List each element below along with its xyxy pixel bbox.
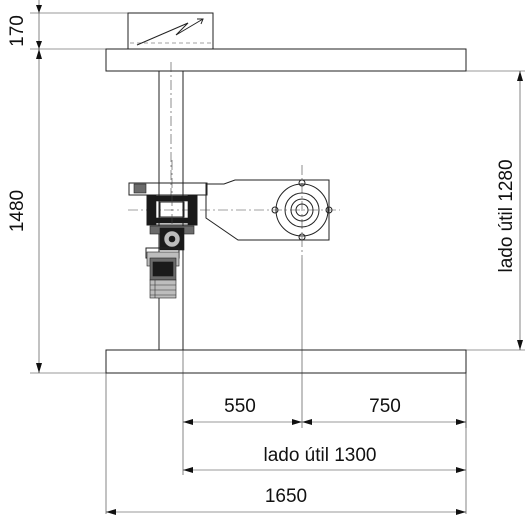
- top-motor-box: [127, 12, 214, 50]
- drive-motor: [146, 251, 180, 299]
- dimension-550-750: 550 750: [183, 258, 467, 428]
- bottom-beam: [105, 349, 467, 374]
- dimension-1650: 1650: [105, 373, 467, 515]
- dimension-1480-label: 1480: [7, 190, 28, 232]
- dimension-170-label: 170: [7, 15, 28, 47]
- gearbox: [128, 160, 208, 259]
- dimension-useful-1300: lado útil 1300: [182, 350, 466, 475]
- rotary-arm: [128, 165, 340, 258]
- dimension-1650-label: 1650: [265, 486, 307, 507]
- dimension-useful-1300-label: lado útil 1300: [263, 445, 376, 466]
- dimension-1480: 1480: [7, 48, 106, 374]
- dimension-170: 170: [7, 0, 128, 49]
- vertical-column: [158, 62, 184, 350]
- dimension-useful-1280: lado útil 1280: [466, 70, 525, 351]
- top-beam: [105, 48, 467, 72]
- dimension-550-label: 550: [224, 396, 256, 417]
- dimension-750-label: 750: [369, 396, 401, 417]
- dimension-useful-1280-label: lado útil 1280: [496, 159, 517, 272]
